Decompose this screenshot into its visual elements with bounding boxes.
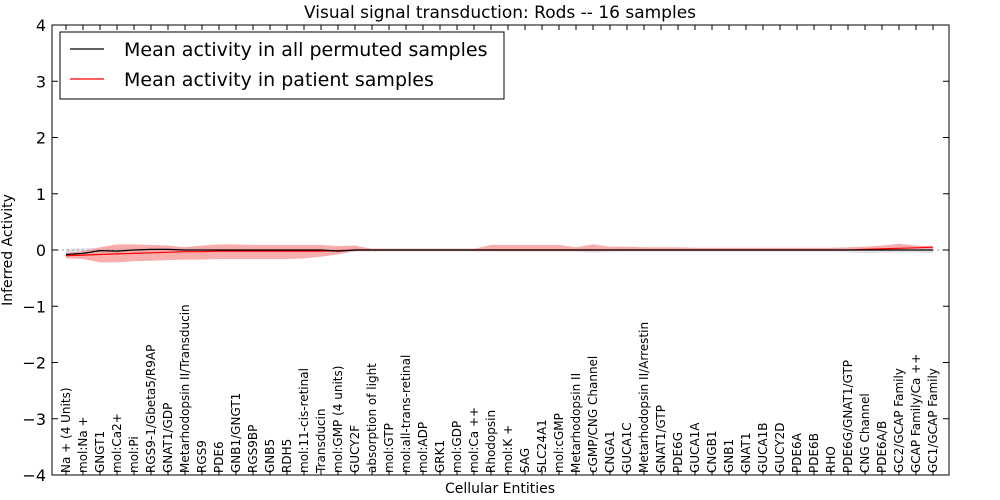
x-tick-label: mol:GMP (4 units) [331,366,345,473]
legend-box [59,31,505,100]
x-tick-label: Transducin [314,409,328,474]
series-lines [65,246,934,257]
x-tick-label: cGMP/CNG Channel [586,356,600,473]
x-tick-label: GNGT1 [93,431,107,473]
y-tick-label: 2 [36,129,46,148]
legend-label-patient: Mean activity in patient samples [124,69,434,91]
x-tick-label: CNG Channel [858,393,872,473]
x-tick-label: GNAT1/GTP [654,405,668,473]
x-tick-label: PDE6G/GNAT1/GTP [841,360,855,473]
x-axis-label: Cellular Entities [445,481,555,497]
x-tick-label: GUCA1C [620,422,634,473]
x-tick-label: GCAP Family/Ca ++ [909,354,923,473]
x-tick-label: RGS9 [195,440,209,473]
x-tick-label: mol:cGMP [552,413,566,473]
y-tick-label: −1 [22,297,46,316]
x-tick-label: GNAT1 [739,432,753,473]
x-tick-label: PDE6B [807,433,821,473]
x-tick-label: GC2/GCAP Family [892,368,906,473]
chart-title: Visual signal transduction: Rods -- 16 s… [304,3,696,23]
legend: Mean activity in all permuted samples Me… [59,31,505,100]
x-tick-label: GUCY2D [773,423,787,473]
y-tick-label: 1 [36,185,46,204]
x-tick-label: Rhodopsin [484,410,498,473]
x-tick-label: Metarhodopsin II/Transducin [178,304,192,473]
x-tick-label: GRK1 [433,440,447,473]
y-tick-label: −2 [22,354,46,373]
x-tick-label: GNB1/GNGT1 [229,393,243,473]
x-tick-label: mol:Pi [127,436,141,473]
band-series-1 [66,243,933,263]
x-tick-label: mol:Ca2+ [110,413,124,473]
x-tick-label: PDE6A [790,432,804,473]
legend-label-permuted: Mean activity in all permuted samples [124,39,487,61]
x-tick-label: PDE6A/B [875,421,889,473]
x-tick-label: mol:GDP [450,421,464,473]
y-tick-label: 4 [36,16,46,35]
x-tick-label: GNB5 [263,439,277,473]
x-tick-label: RGS9-1/Gbeta5/R9AP [144,345,158,473]
y-tick-label: 3 [36,72,46,91]
x-tick-label: PDE6G [671,432,685,473]
x-tick-label: SLC24A1 [535,419,549,473]
series-line-0 [65,248,933,256]
x-tick-label: RGS9BP [246,425,260,473]
x-tick-label: RDH5 [280,439,294,473]
y-tick-label: −3 [22,410,46,429]
x-tick-label: SAG [518,448,532,473]
x-tick-label: GNB1 [722,439,736,473]
x-tick-label: mol:Na + [76,416,90,473]
x-tick-label: absorption of light [365,363,379,473]
plot-frame [51,24,950,476]
x-tick-label: Metarhodopsin II [569,373,583,473]
axis-ticks: 4 3 2 1 0 −1 −2 −3 −4 [22,16,949,485]
x-tick-label: RHO [824,446,838,473]
x-tick-label: mol:ADP [416,422,430,473]
x-tick-label: Na + (4 Units) [59,387,73,473]
x-tick-label: mol:all-trans-retinal [399,355,413,473]
x-tick-label: mol:K + [501,425,515,473]
x-tick-label: mol:GTP [382,423,396,473]
x-tick-label: PDE6 [212,441,226,473]
x-tick-label: CNGA1 [603,431,617,474]
confidence-bands [66,243,933,263]
x-tick-label: GUCY2F [348,425,362,473]
x-tick-label: Metarhodopsin II/Arrestin [637,322,651,473]
y-axis-label: Inferred Activity [0,194,16,306]
y-tick-label: 0 [36,241,46,260]
x-tick-label: CNGB1 [705,430,719,473]
x-tick-label: mol:11-cis-retinal [297,368,311,473]
x-tick-label: GUCA1A [688,422,702,473]
x-tick-label: GC1/GCAP Family [926,368,940,473]
x-tick-label: GNAT1/GDP [161,403,175,473]
x-tick-label: mol:Ca ++ [467,407,481,473]
x-tick-label: GUCA1B [756,422,770,473]
y-tick-label: −4 [22,466,46,485]
